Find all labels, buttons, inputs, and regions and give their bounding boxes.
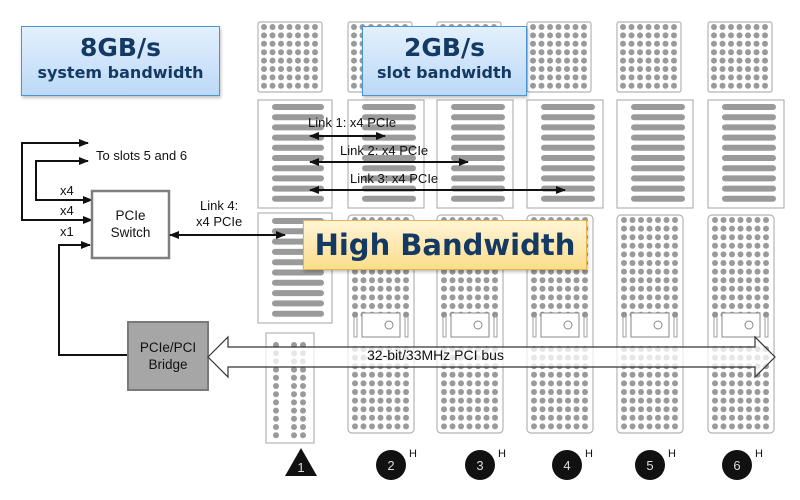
wire-to-slot-5 <box>21 139 89 221</box>
to-slots-label: To slots 5 and 6 <box>96 148 188 163</box>
pci-bus-label: 32-bit/33MHz PCI bus <box>367 347 504 363</box>
lane-x4-label-a: x4 <box>60 183 74 198</box>
pcie-pci-bridge-line2: Bridge <box>148 357 188 372</box>
pcie-pci-bridge-label: PCIe/PCI Bridge <box>128 339 208 373</box>
slot-marker-circle <box>465 450 495 480</box>
lane-x4-label-b: x4 <box>60 203 74 218</box>
slot-number: 2 <box>387 458 394 473</box>
slot-hotplug-badge: H <box>668 448 676 460</box>
high-bandwidth-callout: High Bandwidth <box>303 220 587 270</box>
slot-number: 5 <box>646 458 653 473</box>
link-4-label: Link 4: x4 PCIe <box>196 198 242 230</box>
slot-marker-1: 1 <box>285 448 317 476</box>
system-bandwidth-callout: 8GB/s system bandwidth <box>21 26 220 96</box>
slot-bandwidth-caption: slot bandwidth <box>376 63 513 82</box>
lane-x1-label: x1 <box>60 224 74 239</box>
slot-marker-3: 3H <box>465 448 506 480</box>
slot-marker-6: 6H <box>722 448 763 480</box>
slot-marker-circle <box>376 450 406 480</box>
pcie-switch-line1: PCIe <box>115 208 146 223</box>
slot-5-connector <box>616 21 694 434</box>
slot-number: 1 <box>297 460 304 475</box>
link-4-line2: x4 PCIe <box>196 214 243 229</box>
slot-marker-triangle <box>285 448 317 476</box>
slot-hotplug-badge: H <box>498 448 506 460</box>
link-1-label: Link 1: x4 PCIe <box>308 115 397 130</box>
slot-marker-5: 5H <box>635 448 676 480</box>
pcie-pci-bridge-box <box>127 321 209 391</box>
wire-to-slot-6 <box>35 157 89 201</box>
pcie-pci-bridge-line1: PCIe/PCI <box>139 340 197 355</box>
slot-marker-circle <box>722 450 752 480</box>
link-2-label: Link 2: x4 PCIe <box>340 143 429 158</box>
wire-bridge-to-switch <box>58 241 128 356</box>
slot-marker-2: 2H <box>376 448 417 480</box>
slot-number: 3 <box>476 458 483 473</box>
slot-number: 4 <box>563 458 570 473</box>
link-4-line1: Link 4: <box>199 198 239 213</box>
pcie-switch-label: PCIe Switch <box>92 207 169 241</box>
slot-marker-4: 4H <box>552 448 593 480</box>
slot-hotplug-badge: H <box>409 448 417 460</box>
slot-marker-circle <box>635 450 665 480</box>
high-bandwidth-text: High Bandwidth <box>314 228 576 262</box>
pcie-switch-line2: Switch <box>110 225 151 240</box>
slot-marker-circle <box>552 450 582 480</box>
pci-bus-arrow <box>207 335 776 379</box>
slot-bandwidth-callout: 2GB/s slot bandwidth <box>362 26 527 96</box>
slot-hotplug-badge: H <box>755 448 763 460</box>
pcie-switch-box <box>90 189 171 260</box>
slot-hotplug-badge: H <box>585 448 593 460</box>
system-bandwidth-caption: system bandwidth <box>37 63 204 82</box>
link-3-label: Link 3: x4 PCIe <box>350 171 439 186</box>
slot-6-connector <box>707 21 785 434</box>
switch-wiring <box>21 139 128 356</box>
slot-bandwidth-value: 2GB/s <box>404 33 485 62</box>
slot-number: 6 <box>733 458 740 473</box>
system-bandwidth-value: 8GB/s <box>80 33 161 62</box>
